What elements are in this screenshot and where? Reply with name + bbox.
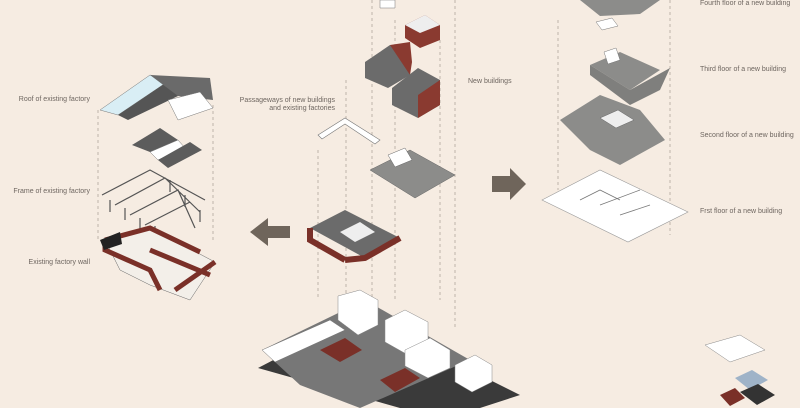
label-first-floor: Frst floor of a new building xyxy=(700,208,783,215)
fourth-floor xyxy=(580,0,660,31)
label-third-floor: Third floor of a new building xyxy=(700,66,786,73)
label-frame: Frame of existing factory xyxy=(13,188,90,195)
new-building-blocks xyxy=(365,0,440,118)
first-floor xyxy=(541,169,689,243)
arrow-right-icon xyxy=(492,168,526,200)
label-passage-2: and existing factories xyxy=(269,105,335,112)
arrow-left-icon xyxy=(250,218,290,246)
second-floor xyxy=(560,95,665,165)
existing-factory-roof-lower xyxy=(132,128,202,168)
label-roof: Roof of existing factory xyxy=(18,96,90,103)
center-factory-assembly xyxy=(307,210,402,263)
existing-factory-wall xyxy=(100,225,217,301)
site-model xyxy=(258,289,520,408)
third-floor xyxy=(590,47,670,105)
passageways xyxy=(317,117,456,199)
thumbnail-model xyxy=(704,334,775,406)
label-wall: Existing factory wall xyxy=(28,259,90,266)
label-fourth-floor: Fourth floor of a new building xyxy=(700,0,791,7)
existing-factory-roof xyxy=(99,74,214,121)
label-second-floor: Second floor of a new building xyxy=(700,132,794,139)
label-new-buildings: New buildings xyxy=(468,78,512,85)
label-passage-1: Passageways of new buildings xyxy=(239,97,335,104)
